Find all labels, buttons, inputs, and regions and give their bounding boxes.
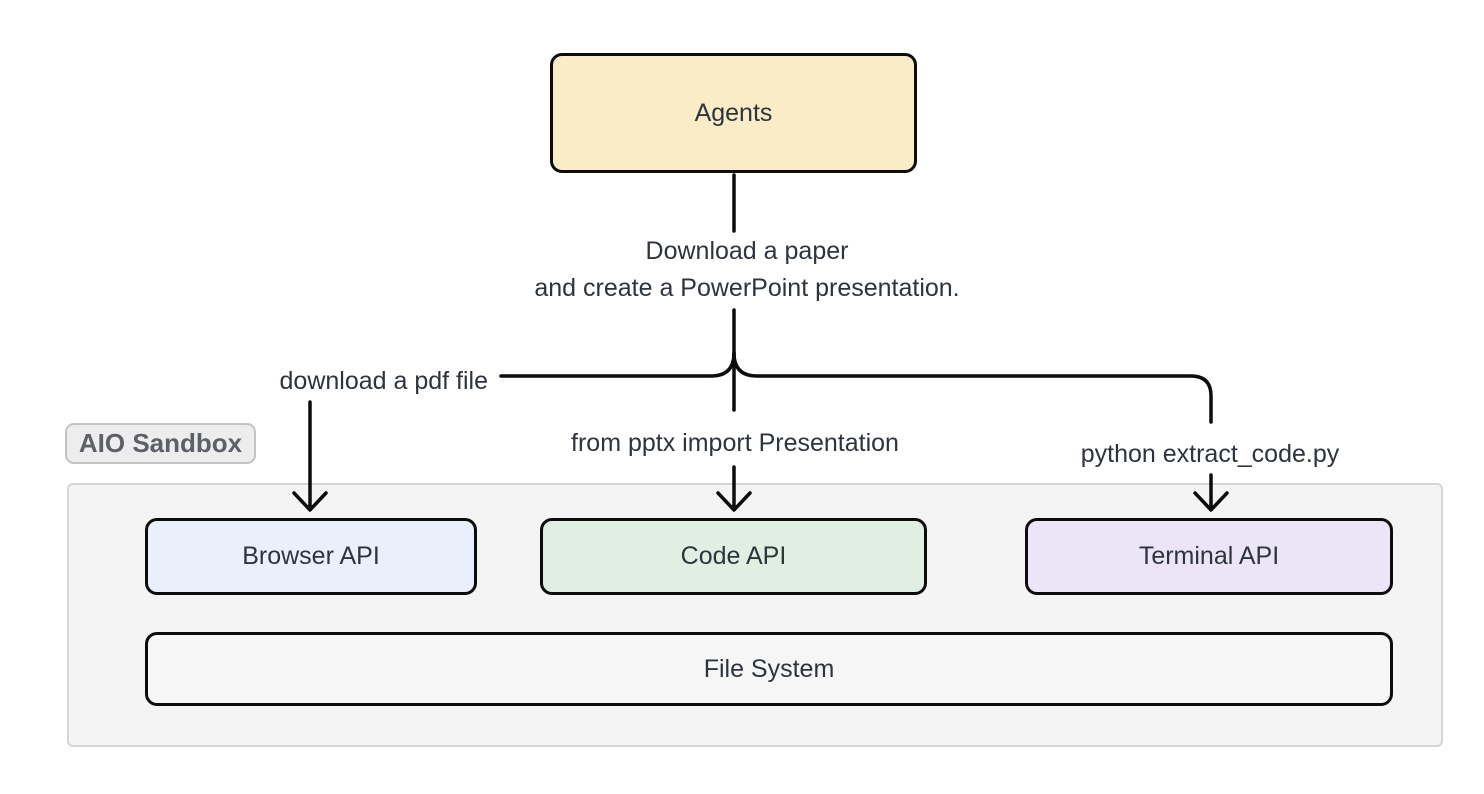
browser-api-box: Browser API	[145, 518, 477, 595]
task-annotation-line1: Download a paper	[645, 237, 849, 265]
file-system-box: File System	[145, 632, 1393, 706]
browser-api-label: Browser API	[242, 542, 380, 570]
edge-label-python-extract: python extract_code.py	[1080, 440, 1340, 468]
arrow-to-browser-api	[292, 400, 328, 512]
arrow-to-code-api	[716, 465, 752, 512]
branch-right-line	[732, 351, 1213, 424]
edge-label-pptx-import: from pptx import Presentation	[571, 429, 899, 457]
file-system-label: File System	[703, 654, 835, 683]
agents-box: Agents	[550, 53, 917, 173]
branch-left-line	[499, 351, 736, 378]
terminal-api-box: Terminal API	[1025, 518, 1393, 595]
sandbox-group-label-text: AIO Sandbox	[78, 428, 243, 458]
arrow-to-terminal-api	[1193, 473, 1229, 512]
code-api-label: Code API	[680, 542, 787, 570]
task-annotation-line2: and create a PowerPoint presentation.	[534, 274, 960, 302]
code-api-box: Code API	[540, 518, 927, 595]
edge-label-download-pdf: download a pdf file	[279, 367, 488, 395]
task-annotation: Download a paper and create a PowerPoint…	[472, 233, 1022, 307]
terminal-api-label: Terminal API	[1138, 542, 1280, 570]
agents-label: Agents	[694, 98, 773, 127]
sandbox-group-label: AIO Sandbox	[65, 423, 256, 464]
